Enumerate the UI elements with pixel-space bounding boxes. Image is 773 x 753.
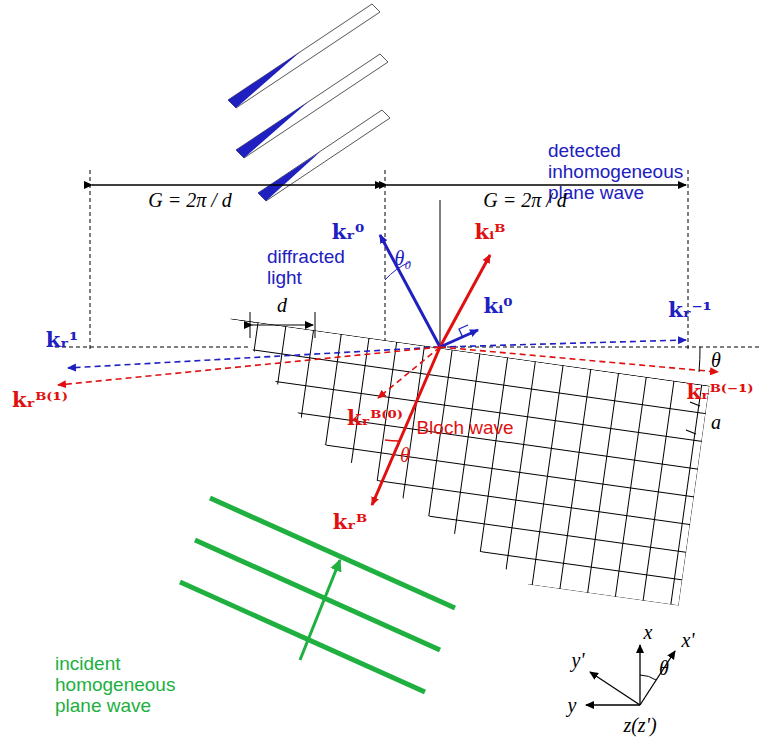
axis-label: y [568, 694, 577, 716]
annotation: diffracted light [267, 247, 337, 289]
annotation: Bloch wave [416, 418, 513, 439]
axis-label: z(z') [623, 714, 656, 736]
wave-label: incident homogeneous plane wave [55, 654, 185, 717]
axis-label: x' [681, 629, 694, 651]
vector-label: kᵣᴮ⁽⁰⁾ [347, 406, 403, 429]
axis-label: x [644, 621, 653, 643]
vector-label: kᵢ⁰ [484, 294, 513, 317]
dimension-label: G = 2π / d [483, 189, 567, 211]
wave-label: detected inhomogeneous plane wave [548, 141, 688, 204]
dimension-label: G = 2π / d [148, 189, 232, 211]
dimension-label: a [711, 411, 721, 433]
vector-label: kᵣ¹ [46, 328, 78, 351]
axis-label: y' [571, 649, 584, 671]
vector-label: kᵣᴮ⁽⁻¹⁾ [686, 380, 753, 403]
dimension-label: d [277, 294, 287, 316]
angle-label: θ₀ [395, 247, 412, 269]
vector-label: kᵣᴮ [333, 510, 367, 533]
vector-label: kᵣ⁻¹ [668, 298, 712, 321]
angle-label: θ [659, 657, 669, 679]
vector-label: kᵣᴮ⁽¹⁾ [12, 388, 68, 411]
vector-label: kᵣ⁰ [332, 220, 364, 243]
angle-label: θ [400, 444, 410, 466]
vector-label: kᵢᴮ [475, 220, 506, 243]
angle-label: θ [711, 349, 721, 371]
